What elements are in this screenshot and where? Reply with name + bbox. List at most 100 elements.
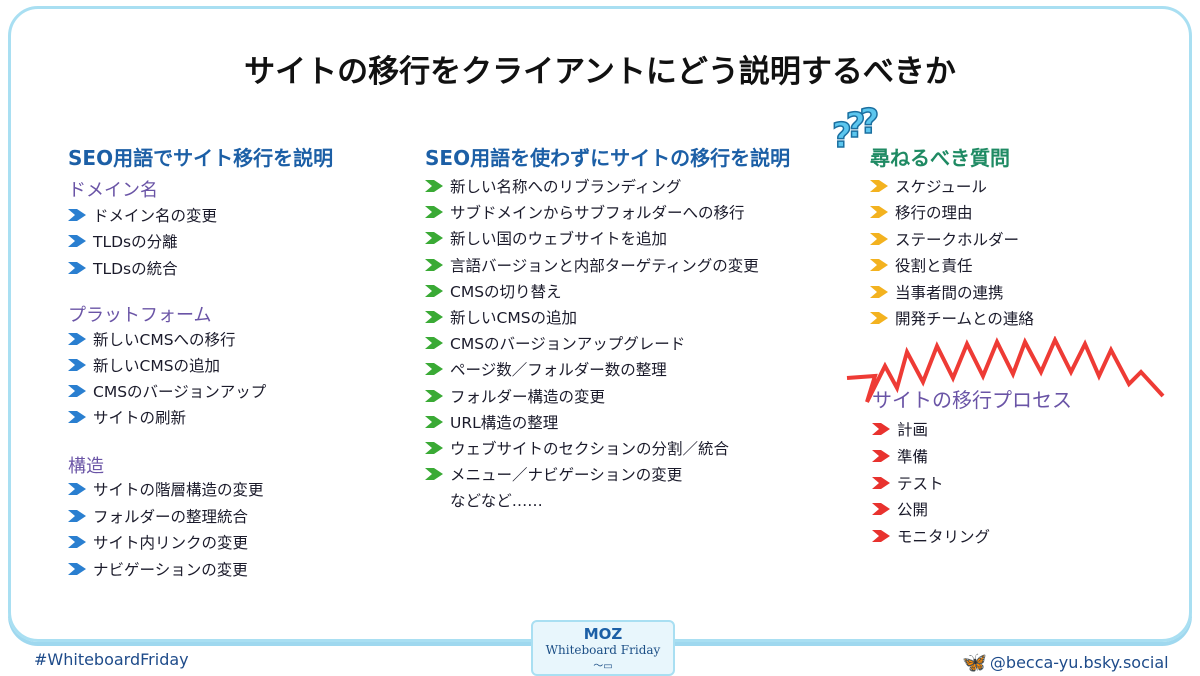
process-heading: サイトの移行プロセス [872, 388, 1072, 412]
list-item: 開発チームとの連絡 [870, 307, 1034, 329]
chevron-arrow-icon [870, 259, 888, 272]
chevron-arrow-icon [872, 530, 890, 543]
chevron-arrow-icon [870, 206, 888, 219]
list-item: 当事者間の連携 [870, 281, 1004, 303]
list-item: 新しいCMSへの移行 [68, 328, 236, 350]
chevron-arrow-icon [68, 510, 86, 522]
list-item: TLDsの統合 [68, 257, 178, 279]
list-item-label: ナビゲーションの変更 [93, 561, 248, 579]
list-item: メニュー／ナビゲーションの変更 [425, 463, 682, 485]
page-title: サイトの移行をクライアントにどう説明するべきか [244, 54, 956, 90]
chevron-arrow-icon [425, 258, 443, 271]
list-item-label: 準備 [897, 447, 929, 466]
list-item: サブドメインからサブフォルダーへの移行 [425, 201, 745, 223]
list-item-label: サイトの階層構造の変更 [93, 481, 264, 499]
chevron-arrow-icon [425, 415, 443, 428]
chevron-arrow-icon [425, 232, 443, 245]
chevron-arrow-icon [870, 285, 888, 298]
list-item-label: 新しいCMSへの移行 [93, 331, 236, 349]
list-item-label: 計画 [897, 421, 929, 439]
list-item: 言語バージョンと内部ターゲティングの変更 [425, 254, 759, 276]
chevron-arrow-icon [425, 337, 443, 350]
question-marks-icon: ??? [831, 101, 880, 157]
list-item: ページ数／フォルダー数の整理 [425, 358, 667, 380]
list-item: TLDsの分離 [68, 230, 178, 252]
list-item: ウェブサイトのセクションの分割／統合 [425, 437, 729, 459]
list-item-label: 公開 [897, 501, 929, 520]
list-item: CMSのバージョンアップ [68, 380, 266, 402]
list-item-label: ページ数／フォルダー数の整理 [450, 361, 667, 380]
list-item: スケジュール [870, 175, 987, 197]
list-item: サイトの刷新 [68, 406, 186, 428]
group-label: 構造 [68, 456, 104, 477]
list-item-label: ウェブサイトのセクションの分割／統合 [450, 440, 730, 458]
list-item-label: TLDsの分離 [93, 233, 178, 251]
list-item-label: モニタリング [897, 528, 991, 547]
chevron-arrow-icon [68, 235, 86, 247]
show-name: Whiteboard Friday [545, 643, 661, 657]
chevron-arrow-icon [68, 411, 86, 423]
list-item-label: サブドメインからサブフォルダーへの移行 [450, 204, 745, 223]
list-item-label: 移行の理由 [895, 204, 973, 223]
list-item: 新しい名称へのリブランディング [425, 175, 681, 197]
chevron-arrow-icon [425, 311, 443, 323]
list-item-label: 新しい国のウェブサイトを追加 [450, 230, 668, 249]
list-item-label: ドメイン名の変更 [93, 207, 218, 225]
list-item-label: CMSのバージョンアップグレード [450, 335, 686, 354]
list-item: フォルダー構造の変更 [425, 385, 605, 407]
list-item: ステークホルダー [870, 228, 1019, 250]
list-item-label: 当事者間の連携 [895, 283, 1004, 302]
group-label: プラットフォーム [68, 305, 212, 326]
chevron-arrow-icon [872, 476, 890, 489]
list-item: サイト内リンクの変更 [68, 531, 248, 553]
group-label: ドメイン名 [68, 180, 158, 201]
chevron-arrow-icon [425, 389, 443, 402]
list-item: テスト [872, 472, 944, 494]
list-item-label: テスト [897, 474, 944, 493]
chevron-arrow-icon [872, 449, 890, 462]
hashtag: #WhiteboardFriday [34, 650, 189, 669]
list-item-label: サイトの刷新 [93, 409, 187, 427]
chevron-arrow-icon [68, 359, 86, 371]
list-item-label: サイト内リンクの変更 [93, 534, 249, 552]
moz-whiteboard-friday-logo: MOZ Whiteboard Friday 〜▭ [531, 620, 675, 676]
chevron-arrow-icon [68, 262, 86, 274]
chevron-arrow-icon [425, 180, 443, 192]
chevron-arrow-icon [68, 536, 86, 548]
list-item: ドメイン名の変更 [68, 204, 217, 226]
list-item-label: フォルダーの整理統合 [93, 508, 249, 526]
chevron-arrow-icon [68, 563, 86, 575]
chevron-arrow-icon [425, 442, 443, 454]
list-item: ナビゲーションの変更 [68, 558, 248, 580]
list-item: 計画 [872, 418, 928, 440]
list-item-label: CMSのバージョンアップ [93, 383, 267, 401]
list-item-label: スケジュール [895, 178, 987, 196]
social-handle: 🦋 @becca-yu.bsky.social [962, 650, 1169, 674]
zigzag-burst-icon [846, 336, 1165, 403]
list-item-label: フォルダー構造の変更 [450, 387, 606, 406]
list-item-label: ステークホルダー [895, 230, 1020, 249]
questions-heading: 尋ねるべき質問 [870, 146, 1010, 170]
list-item: URL構造の整理 [425, 411, 558, 433]
list-item: フォルダーの整理統合 [68, 505, 248, 527]
list-item-label: 新しいCMSの追加 [93, 357, 221, 375]
chevron-arrow-icon [68, 483, 86, 495]
chevron-arrow-icon [872, 423, 890, 435]
middle-heading: SEO用語を使わずにサイトの移行を説明 [425, 146, 791, 170]
left-heading: SEO用語でサイト移行を説明 [68, 146, 334, 170]
list-item: 新しいCMSの追加 [425, 306, 577, 328]
chevron-arrow-icon [870, 312, 888, 324]
list-item: 新しい国のウェブサイトを追加 [425, 227, 667, 249]
handle-text: @becca-yu.bsky.social [989, 652, 1169, 672]
list-item: モニタリング [872, 525, 990, 547]
chevron-arrow-icon [870, 180, 888, 192]
chevron-arrow-icon [68, 385, 86, 397]
list-item-label: 役割と責任 [895, 257, 973, 276]
list-item: 公開 [872, 498, 928, 520]
butterfly-icon: 🦋 [962, 650, 987, 674]
marker-icon: 〜▭ [593, 661, 613, 672]
list-item: サイトの階層構造の変更 [68, 478, 264, 500]
moz-logo: MOZ [583, 625, 623, 643]
list-item-label: URL構造の整理 [450, 413, 559, 432]
chevron-arrow-icon [870, 232, 888, 245]
